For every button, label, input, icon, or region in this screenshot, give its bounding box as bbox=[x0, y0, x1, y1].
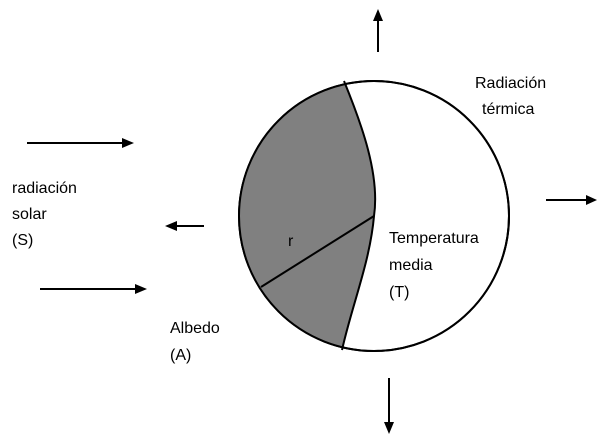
radius-line bbox=[260, 215, 375, 288]
solar-label-line2: solar bbox=[12, 206, 47, 223]
temperature-label-line2: media bbox=[389, 257, 433, 274]
solar-label-line3: (S) bbox=[12, 232, 33, 249]
thermal-label-line2: térmica bbox=[482, 101, 535, 118]
thermal-label-line1: Radiación bbox=[475, 75, 546, 92]
solar-label-line1: radiación bbox=[12, 180, 77, 197]
planet-outline bbox=[238, 80, 510, 352]
temperature-label-line3: (T) bbox=[389, 284, 409, 301]
albedo-label-line2: (A) bbox=[170, 347, 191, 364]
thermal-arrow-up bbox=[373, 9, 383, 52]
thermal-arrow-down bbox=[384, 378, 394, 434]
reflected-arrow bbox=[165, 221, 204, 231]
shaded-region bbox=[240, 81, 376, 351]
incoming-solar-arrow-bottom bbox=[40, 284, 147, 294]
thermal-arrow-right bbox=[546, 195, 597, 205]
incoming-solar-arrow-top bbox=[27, 138, 134, 148]
temperature-label-line1: Temperatura bbox=[389, 230, 479, 247]
radius-label: r bbox=[288, 233, 294, 250]
albedo-label-line1: Albedo bbox=[170, 320, 220, 337]
